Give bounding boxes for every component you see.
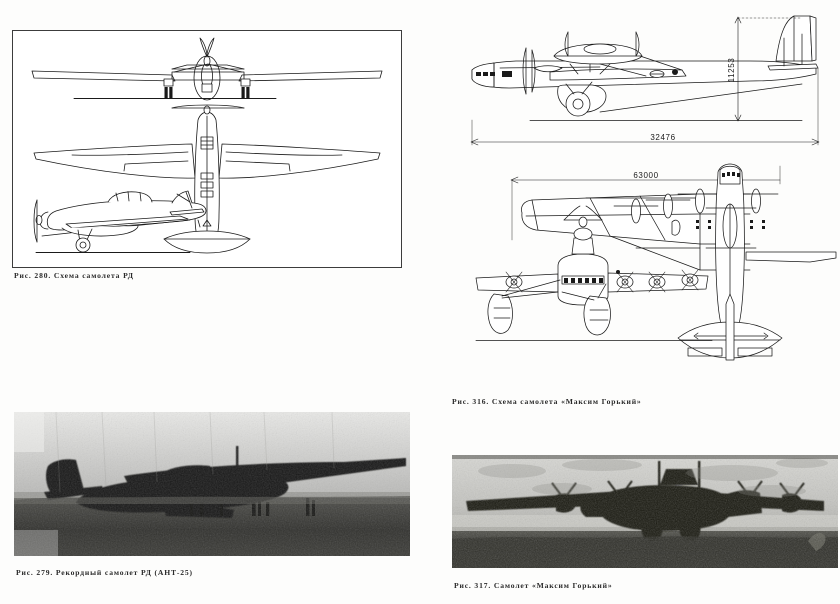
dimension-span-label: 63000 <box>633 171 658 180</box>
dimension-length-label: 32476 <box>650 133 675 142</box>
figure-279-photograph <box>14 412 410 556</box>
figure-316-caption: Рис. 316. Схема самолета «Максим Горький… <box>452 397 642 406</box>
figure-316-drawing: 32476 63000 11253 <box>450 8 838 386</box>
figure-280-drawing <box>12 30 402 268</box>
figure-317-caption: Рис. 317. Самолет «Максим Горький» <box>454 581 613 590</box>
figure-280-caption: Рис. 280. Схема самолета РД <box>14 271 134 280</box>
figure-317-photograph <box>452 455 838 568</box>
dimension-height-label: 11253 <box>727 58 736 83</box>
figure-279-caption: Рис. 279. Рекордный самолет РД (АНТ-25) <box>16 568 193 577</box>
